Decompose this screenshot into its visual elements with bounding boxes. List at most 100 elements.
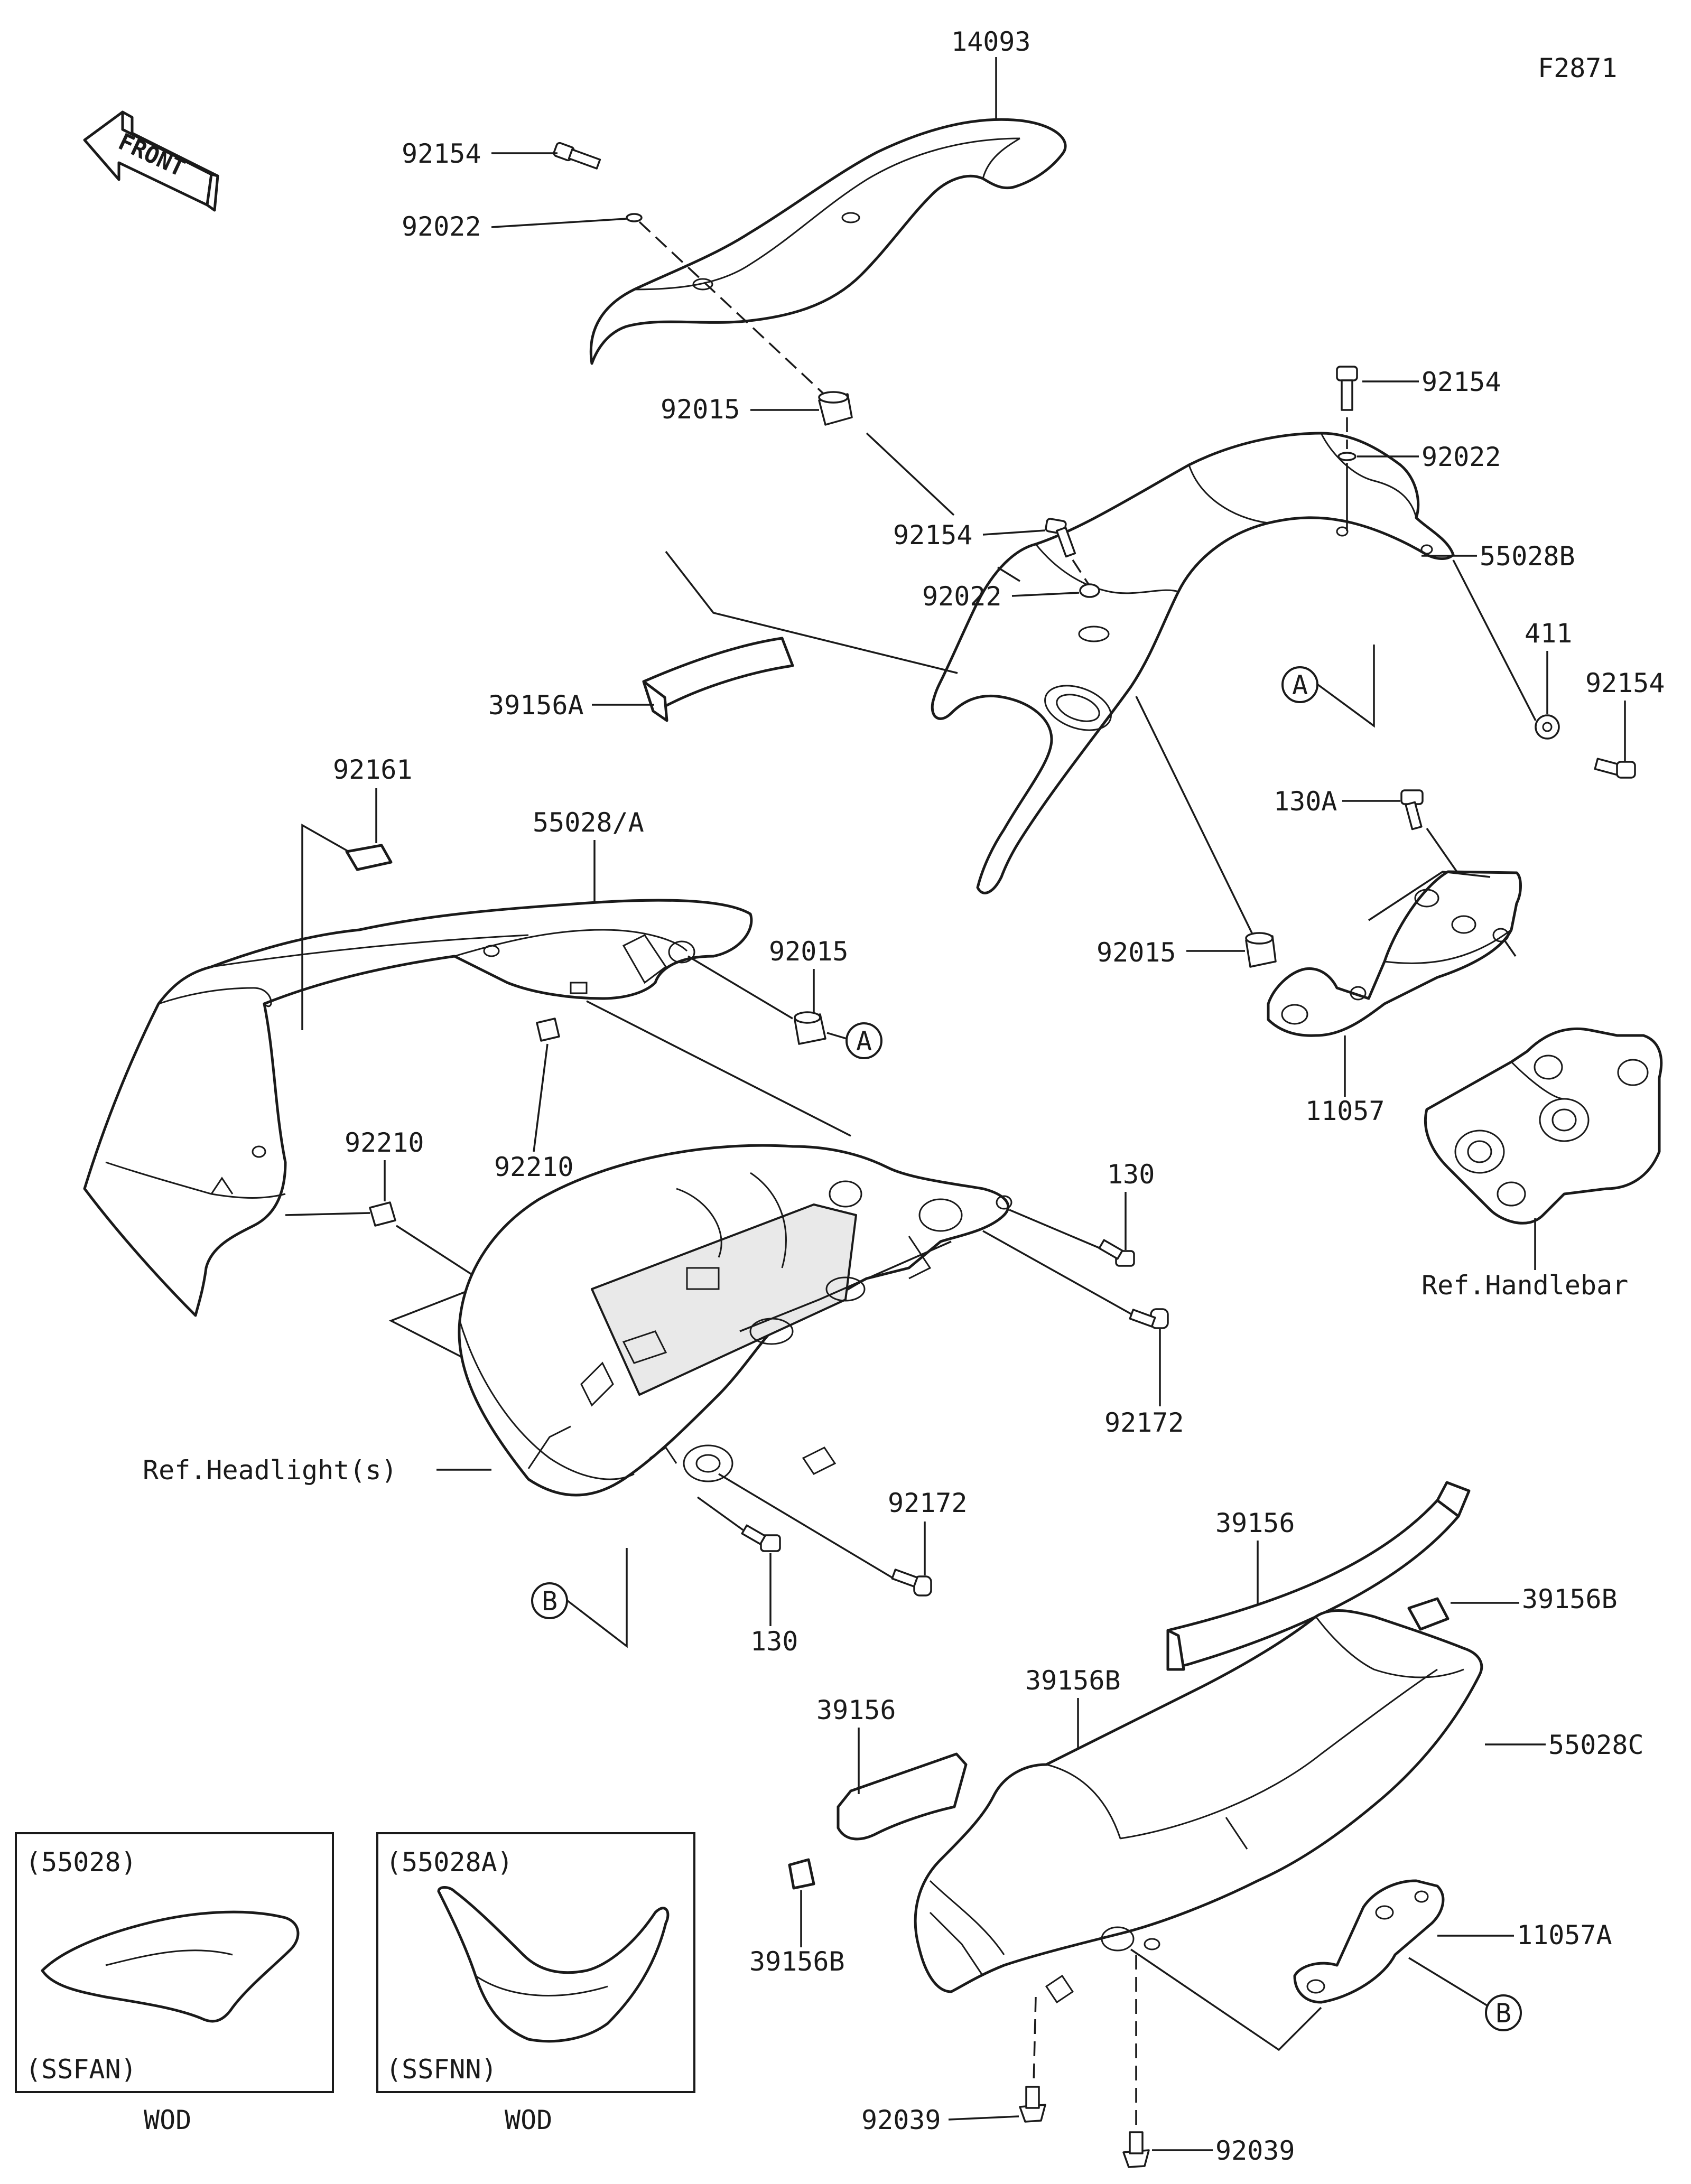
leader-92210-mid — [533, 1043, 549, 1152]
label-39156b-mid: 39156B — [1025, 1665, 1121, 1696]
label-92022-right-top: 92022 — [1421, 442, 1501, 472]
ref-a-lower: A — [856, 1026, 872, 1057]
leader-ref-a-upper — [1317, 645, 1375, 728]
label-14093: 14093 — [951, 26, 1031, 57]
leader-ref-b-left — [566, 1548, 628, 1648]
axis-line — [687, 955, 793, 1020]
figure-code: F2871 — [1538, 53, 1618, 83]
bolt-icon — [1336, 366, 1358, 411]
leader-92154-mid — [982, 529, 1046, 536]
reference-a-marker — [846, 1022, 882, 1059]
screw-icon — [1129, 1308, 1169, 1329]
clip-icon — [1019, 2086, 1046, 2123]
label-130a: 130A — [1274, 786, 1337, 817]
nut-92210 — [536, 1018, 560, 1042]
axis-line — [1135, 696, 1253, 935]
axis-line — [1009, 1209, 1100, 1249]
axis-line — [285, 1212, 370, 1216]
handlebar-clamp — [1424, 1027, 1663, 1225]
label-39156-left: 39156 — [816, 1695, 896, 1725]
leader-92039-left — [948, 2115, 1019, 2121]
leader-92022-mid — [1011, 592, 1080, 597]
label-130-right: 130 — [1107, 1159, 1155, 1190]
label-411: 411 — [1525, 618, 1572, 649]
inner-cover-right — [931, 432, 1455, 894]
axis-line — [586, 1000, 851, 1137]
axis-line — [301, 823, 349, 1030]
ref-b-left: B — [542, 1586, 558, 1617]
collar-icon — [794, 1011, 826, 1045]
nut-92210 — [369, 1201, 396, 1227]
axis-line — [1130, 1948, 1322, 2051]
axis-line — [826, 1032, 847, 1040]
label-92154-mid: 92154 — [893, 520, 973, 550]
axis-line — [982, 1230, 1132, 1315]
bolt-icon — [741, 1524, 781, 1552]
pad-39156-small — [837, 1752, 968, 1841]
pad-39156-long — [1166, 1481, 1471, 1671]
bolt-icon — [1400, 789, 1424, 830]
cowl-main — [83, 899, 753, 1317]
cowl-variant-image — [437, 1886, 670, 2043]
label-39156b-right: 39156B — [1522, 1584, 1618, 1614]
ref-a-upper: A — [1292, 670, 1308, 701]
bracket-11057a — [1293, 1879, 1445, 2004]
reference-b-marker — [1485, 1994, 1522, 2031]
variant-note-2: WOD — [505, 2105, 552, 2135]
screw-icon — [891, 1569, 932, 1597]
collar-icon — [1245, 932, 1277, 968]
label-92154-right-top: 92154 — [1421, 367, 1501, 397]
washer-icon — [1337, 452, 1356, 461]
variant-box-55028a: (55028A) (SSFNN) WOD — [376, 1832, 695, 2135]
variant-code-2: (SSFNN) — [386, 2054, 497, 2085]
label-92161: 92161 — [333, 754, 413, 785]
label-92015-top: 92015 — [661, 394, 740, 425]
axis-line — [696, 1496, 744, 1531]
leader-39156a-to-cover — [665, 550, 958, 674]
label-92022-mid: 92022 — [922, 581, 1002, 612]
label-39156b-left: 39156B — [749, 1946, 845, 1977]
cowl-upper-cover — [589, 118, 1067, 365]
bracket-11057 — [1267, 870, 1522, 1037]
bolt-icon — [1594, 758, 1636, 779]
axis-line — [1452, 559, 1537, 721]
leader-92022-top — [491, 218, 627, 228]
label-92154-top: 92154 — [402, 138, 481, 169]
label-55028b: 55028B — [1480, 541, 1575, 572]
clip-icon — [1122, 2131, 1150, 2168]
axis-line — [1368, 871, 1491, 921]
label-ref-headlight: Ref.Headlight(s) — [143, 1455, 397, 1486]
pad-39156b — [788, 1858, 815, 1890]
variant-part-1: (55028) — [25, 1847, 137, 1878]
label-92154-right-side: 92154 — [1585, 668, 1665, 698]
bolt-icon — [1098, 1239, 1135, 1267]
label-92210-mid: 92210 — [494, 1152, 574, 1182]
variant-box-55028: (55028) (SSFAN) WOD — [15, 1832, 334, 2135]
axis-line — [1072, 559, 1090, 585]
label-92022-top: 92022 — [402, 211, 481, 242]
ref-b-right: B — [1495, 1998, 1511, 2029]
bolt-icon — [1045, 518, 1076, 558]
washer-icon — [1079, 583, 1100, 598]
pad-92161 — [345, 844, 393, 871]
axis-line — [1033, 1996, 1037, 2085]
label-39156a: 39156A — [488, 690, 584, 721]
label-92039-left: 92039 — [861, 2105, 941, 2135]
variant-part-2: (55028A) — [386, 1847, 513, 1878]
pad-39156a — [642, 637, 794, 722]
label-11057: 11057 — [1305, 1096, 1385, 1126]
axis-line — [718, 1473, 893, 1579]
bolt-icon — [553, 142, 601, 170]
label-39156-right: 39156 — [1215, 1508, 1295, 1538]
axis-line — [739, 1240, 952, 1332]
inner-cover-lower — [914, 1609, 1483, 2004]
axis-line — [997, 566, 1020, 582]
label-92039-right: 92039 — [1215, 2135, 1295, 2166]
washer-icon — [1535, 714, 1560, 740]
label-11057a: 11057A — [1517, 1920, 1612, 1950]
label-92172-right: 92172 — [1104, 1407, 1184, 1438]
label-92015-mid: 92015 — [1097, 937, 1176, 968]
leader-collar-to-inner — [866, 432, 955, 516]
label-ref-handlebar: Ref.Handlebar — [1421, 1270, 1628, 1301]
